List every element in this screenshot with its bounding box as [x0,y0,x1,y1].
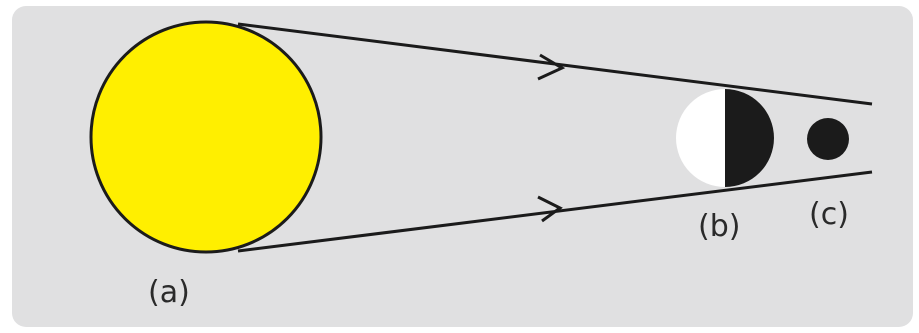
label-c: (c) [809,197,849,232]
lower-ray-arrow [538,197,560,221]
dark-body [807,118,849,160]
lit-half [676,89,725,187]
half-lit-body [676,89,774,187]
label-b: (b) [698,209,740,244]
sun-circle [91,22,321,252]
label-a: (a) [148,275,190,310]
upper-ray-arrow [538,55,562,79]
dark-half [725,89,774,187]
